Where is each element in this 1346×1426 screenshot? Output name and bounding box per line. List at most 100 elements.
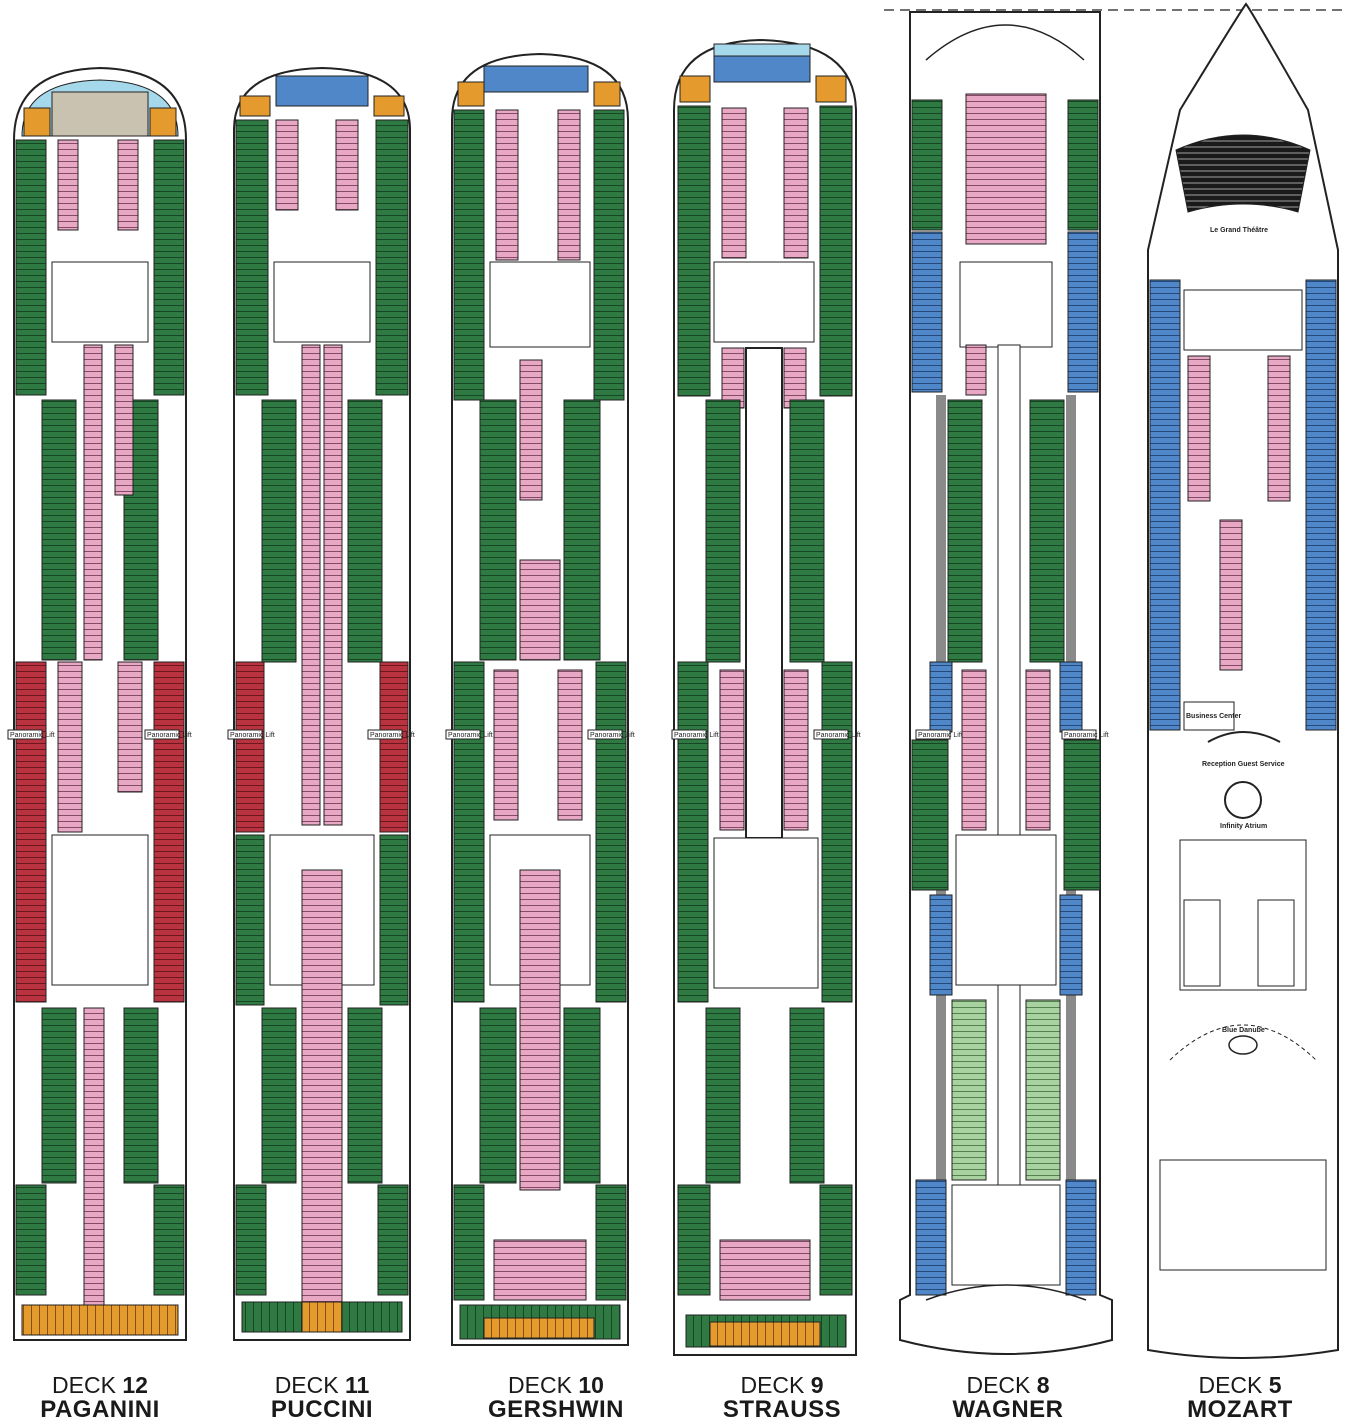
deck-9-cabins-stbd-fwd (819, 105, 853, 397)
deck-8-stairwell-aft (951, 1184, 1061, 1286)
deck-10-panoramic-lift-port-label: Panoramic Lift (448, 732, 493, 739)
deck-8-cabins-light-port (951, 999, 987, 1181)
deck-10-cabins-int-mid (519, 359, 543, 501)
deck-12-panoramic-lift-stbd-label: Panoramic Lift (147, 732, 192, 739)
deck-9-service-core (713, 837, 819, 989)
deck-8-cabins-port-fwd (911, 99, 943, 231)
deck-12-name: PAGANINI (40, 1396, 160, 1424)
deck-8-cabins-stbd-lower (1063, 739, 1101, 891)
deck-9-cabins-port-fwd (677, 105, 711, 397)
deck-11-panoramic-lift-port-label: Panoramic Lift (230, 732, 275, 739)
deck-10-panoramic-lift-stbd (587, 729, 623, 740)
deck-12-cabins-int-mid-a (83, 344, 103, 661)
deck-8-cabins-int-mid (965, 344, 987, 396)
deck-11-panoramic-lift-stbd (367, 729, 403, 740)
deck-10-cabins-int-stern (493, 1239, 587, 1301)
deck-10-number: 10 (578, 1372, 604, 1398)
deck-8-service-core (955, 834, 1057, 986)
deck-9-cabins-int-lower-a (719, 669, 745, 831)
deck-9-cabins-stbd-mid (789, 399, 825, 663)
deck-8-cabins-int-lower-b (1025, 669, 1051, 831)
deck-11-cabins-port-lower (235, 834, 265, 1006)
deck-11-cabins-stbd-fwd (375, 119, 409, 396)
deck-5-aft-rooms (1159, 1159, 1327, 1271)
deck-9-cabins-int-mid-b (783, 347, 807, 409)
deck-11-number: 11 (344, 1372, 370, 1398)
deck-11-cabins-port-stern (235, 1184, 267, 1296)
deck-12-cabins-int-aft-c (83, 1007, 105, 1334)
deck-12-panoramic-lift-stbd (144, 729, 180, 740)
deck-8-number: 8 (1036, 1372, 1050, 1398)
deck-12-bow-suite-right (149, 107, 177, 137)
deck-9-panoramic-lift-port-label: Panoramic Lift (674, 732, 719, 739)
deck-10-cabins-int-aft (519, 869, 561, 1191)
deck-10-name: GERSHWIN (488, 1396, 624, 1424)
deck-5-cabins-int-a (1187, 355, 1211, 502)
deck-8-ocean-stbd-fwd (1067, 231, 1099, 393)
deck-9-plan: Panoramic Lift Panoramic Lift (671, 38, 861, 1356)
deck-8-cabins-int-lower-a (961, 669, 987, 831)
deck-11-bow-aft-right (373, 95, 405, 117)
deck-5-theatre-label: Le Grand Théâtre (1210, 227, 1268, 234)
deck-5-number: 5 (1268, 1372, 1282, 1398)
deck-12-cabins-port-stern (15, 1184, 47, 1296)
deck-9-cabins-int-lower-b (783, 669, 809, 831)
deck-8-ocean-port-aft (929, 894, 953, 996)
deck-9-atrium-void (745, 347, 783, 839)
deck-5-stairwell-fwd (1183, 289, 1303, 351)
deck-10-plan: Panoramic Lift Panoramic Lift (445, 52, 635, 1346)
deck-11-stern-suites-mid (301, 1301, 343, 1333)
deck-9-panoramic-lift-port (671, 729, 707, 740)
deck-10-stern-suites-mid (483, 1317, 595, 1339)
deck-12-cabins-port-aft (41, 1007, 77, 1184)
deck-9-cabins-int-fwd-b (783, 107, 809, 259)
deck-8-ocean-stbd-stern (1065, 1179, 1097, 1296)
deck-9-cabins-port-aft (705, 1007, 741, 1184)
deck-11-cabins-int-mid-b (323, 344, 343, 826)
deck-11-cabins-stbd-aft (347, 1007, 383, 1184)
deck-8-ocean-port-mid (929, 661, 953, 733)
deck-8-stern-deck (925, 1284, 1087, 1301)
deck-12-number: 12 (122, 1372, 148, 1398)
deck-10-cabins-stbd-aft (563, 1007, 601, 1184)
deck-9-bow-aft-left (679, 75, 711, 103)
deck-8-bow-tip (925, 24, 1085, 61)
deck-8-stairwell-fwd (959, 261, 1053, 348)
deck-8-cabins-stbd-mid (1029, 399, 1065, 663)
deck-9-stern-suites-mid (709, 1321, 821, 1347)
deck-10-bow-ocean (483, 65, 589, 93)
deck-5-caption: DECK 5 MOZART (1130, 1373, 1346, 1422)
deck-5-business-center (1183, 701, 1235, 731)
deck-11-stairwell-fwd (273, 261, 371, 343)
deck-9-number: 9 (810, 1372, 824, 1398)
deck-10-caption: DECK 10 GERSHWIN (446, 1373, 666, 1422)
deck-5-lounge-label: Blue Danube (1222, 1027, 1265, 1034)
deck-11-panoramic-lift-port (227, 729, 263, 740)
deck-12-cabins-stbd-stern (153, 1184, 185, 1296)
deck-5-business-center-label: Business Center (1186, 713, 1242, 720)
deck-5-name: MOZART (1187, 1396, 1293, 1424)
deck-9-bow-ocean (713, 55, 811, 83)
deck-11-cabins-int-fwd-a (275, 119, 299, 211)
deck-12-stairwell-fwd (51, 261, 149, 343)
deck-10-cabins-stbd-fwd (593, 109, 625, 401)
deck-10-cabins-port-mid (479, 399, 517, 661)
deck-8-cabins-stbd-fwd (1067, 99, 1099, 231)
deck-11-cabins-port-aft (261, 1007, 297, 1184)
deck-9-panoramic-lift-stbd (813, 729, 849, 740)
deck-12-cabins-int-fwd-a (57, 139, 79, 231)
deck-10-cabins-port-lower (453, 661, 485, 1003)
deck-12-bow-suite-left (23, 107, 51, 137)
deck-9-cabins-stbd-lower (821, 661, 853, 1003)
deck-9-cabins-stbd-stern (819, 1184, 853, 1296)
deck-8-panoramic-lift-stbd-label: Panoramic Lift (1064, 732, 1109, 739)
deck-10-cabins-port-aft (479, 1007, 517, 1184)
deck-12-panoramic-lift-port (7, 729, 43, 740)
deck-9-cabins-port-lower (677, 661, 709, 1003)
deck-9-panoramic-lift-stbd-label: Panoramic Lift (816, 732, 861, 739)
deck-5-plan: Le Grand Théâtre Business Center Recepti… (1147, 2, 1339, 1359)
deck-12-cabins-int-aft-b (117, 661, 143, 793)
deck-11-cabins-int-fwd-b (335, 119, 359, 211)
deck-5-lounge-stage (1228, 1035, 1258, 1055)
